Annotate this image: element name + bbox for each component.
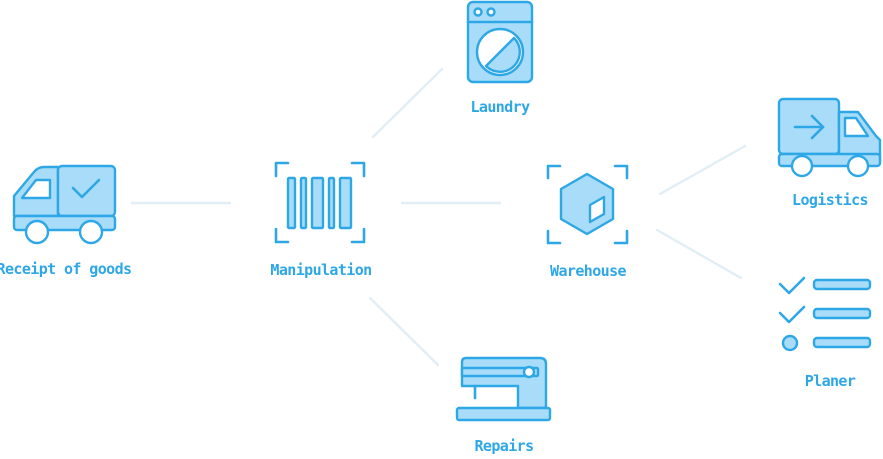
- node-label-warehouse: Warehouse: [550, 262, 626, 280]
- checklist-icon: [778, 276, 872, 352]
- node-label-planer: Planer: [804, 372, 856, 390]
- edge-manipulation-laundry: [371, 67, 444, 139]
- edge-warehouse-logistics: [658, 144, 747, 196]
- node-label-laundry: Laundry: [470, 98, 530, 116]
- delivery-truck-arrow-icon: [777, 97, 882, 178]
- delivery-truck-check-icon: [12, 164, 117, 245]
- package-cube-icon: [546, 164, 629, 245]
- barcode-scan-icon: [274, 161, 366, 244]
- node-label-manipulation: Manipulation: [270, 261, 372, 279]
- washing-machine-icon: [466, 0, 534, 84]
- connectors: [130, 67, 747, 367]
- edge-manipulation-repairs: [368, 296, 440, 367]
- node-label-receipt: Receipt of goods: [0, 260, 132, 278]
- sewing-machine-icon: [455, 356, 552, 422]
- edge-warehouse-planer: [655, 228, 743, 280]
- node-label-logistics: Logistics: [792, 191, 868, 209]
- node-label-repairs: Repairs: [474, 437, 534, 455]
